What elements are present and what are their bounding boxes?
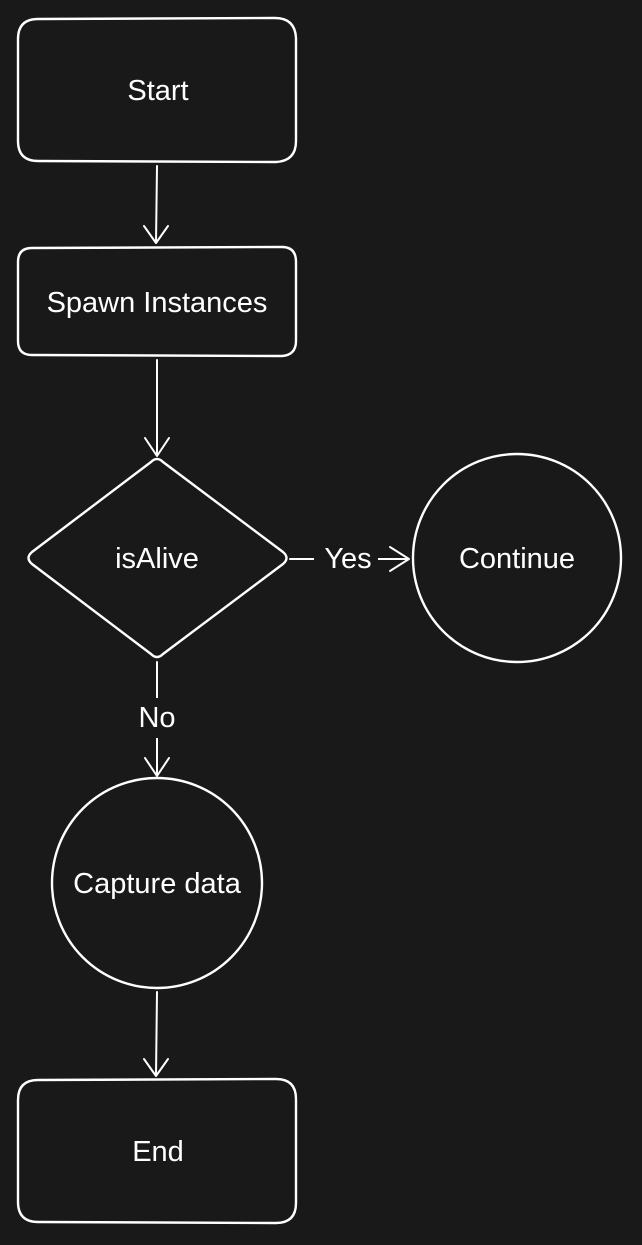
edge-spawn-to-isalive-arrowhead (144, 437, 170, 457)
node-start[interactable]: Start (16, 16, 298, 164)
node-spawn-instances-shape (16, 245, 298, 358)
edge-isalive-no-arrowhead (144, 757, 170, 777)
node-spawn-instances[interactable]: Spawn Instances (16, 245, 298, 358)
node-end[interactable]: End (16, 1077, 298, 1225)
edge-start-to-spawn-line (155, 165, 158, 243)
edge-capture-to-end-arrowhead (143, 1058, 169, 1077)
edge-start-to-spawn (143, 165, 169, 244)
node-capture-data-shape (50, 776, 264, 990)
edge-isalive-no-label: No (138, 702, 175, 734)
node-capture-data-label: Capture data (73, 868, 242, 900)
edge-capture-to-end-line (155, 991, 158, 1076)
edge-isalive-yes-label: Yes (324, 543, 371, 575)
edge-capture-to-end (143, 991, 169, 1077)
edge-isalive-yes: Yes (289, 540, 410, 578)
node-end-label: End (132, 1136, 184, 1168)
edge-isalive-no-label-bg (130, 698, 184, 738)
edge-isalive-yes-label-bg (314, 540, 378, 578)
edge-isalive-no: No (130, 661, 184, 777)
edge-isalive-yes-arrowhead (389, 546, 410, 572)
node-start-label: Start (127, 75, 188, 107)
node-continue[interactable]: Continue (411, 452, 623, 664)
node-end-shape (16, 1077, 298, 1225)
edge-spawn-to-isalive (144, 359, 170, 457)
node-isalive-shape (27, 457, 288, 659)
node-isalive-label: isAlive (115, 543, 199, 575)
node-isalive[interactable]: isAlive (27, 457, 288, 659)
node-continue-shape (411, 452, 623, 664)
node-capture-data[interactable]: Capture data (50, 776, 264, 990)
node-start-shape (16, 16, 298, 164)
node-spawn-instances-label: Spawn Instances (47, 287, 268, 319)
node-continue-label: Continue (459, 543, 575, 575)
edge-start-to-spawn-arrowhead (143, 225, 169, 244)
